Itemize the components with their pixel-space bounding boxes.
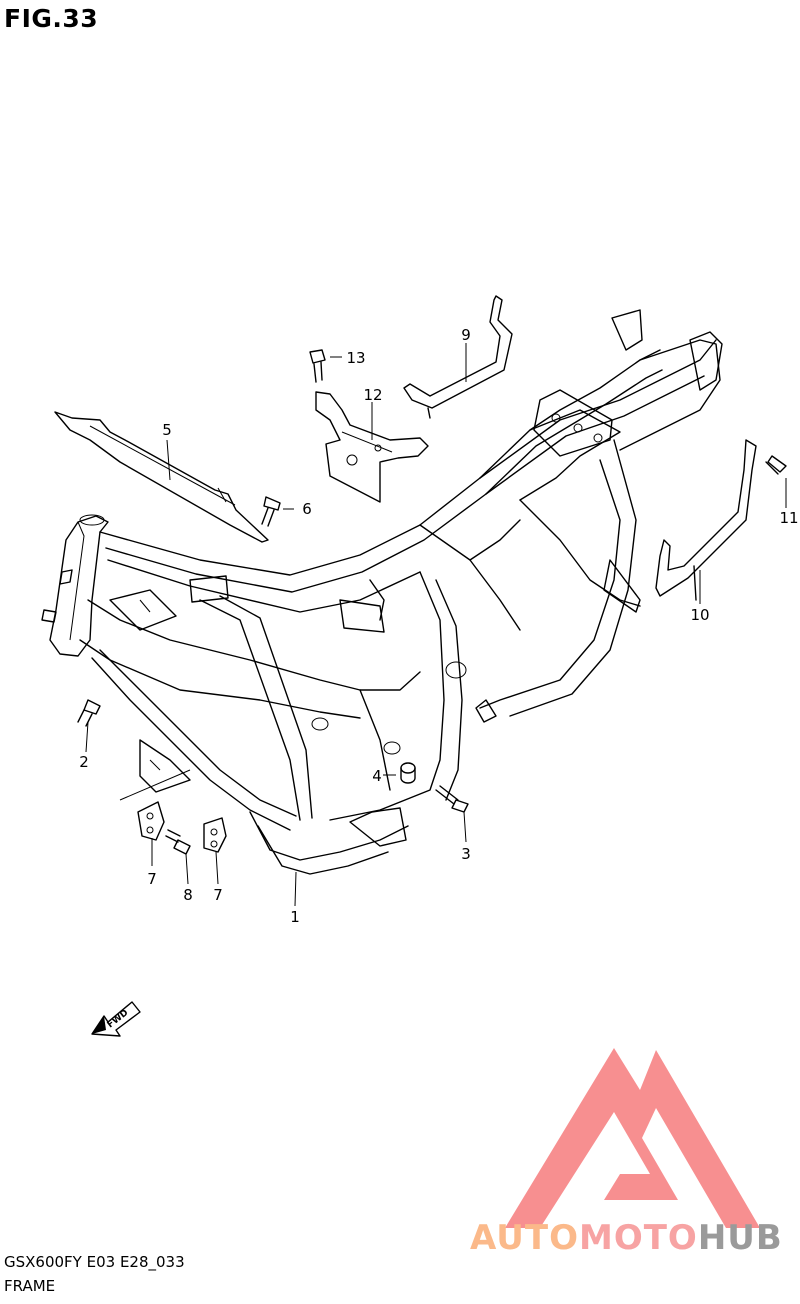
callout-3: 3 <box>461 845 471 863</box>
part-3-bolt <box>435 785 469 813</box>
part-7-plate-a <box>137 801 165 841</box>
section-name: FRAME <box>4 1277 56 1295</box>
model-code: GSX600FY E03 E28_033 <box>4 1253 185 1271</box>
callout-2: 2 <box>79 753 89 771</box>
callout-4: 4 <box>372 767 382 785</box>
part-13-bolt <box>309 349 326 383</box>
part-5-brace <box>54 411 269 543</box>
callout-13: 13 <box>346 349 365 367</box>
part-10-stay <box>655 439 757 601</box>
part-2-bolt <box>77 699 101 727</box>
part-11-bolt <box>765 455 787 475</box>
automotohub-logo-icon <box>505 1048 760 1228</box>
callout-6: 6 <box>302 500 312 518</box>
figure-title: FIG.33 <box>4 4 99 33</box>
callout-10: 10 <box>690 606 709 624</box>
watermark-auto: AUTO <box>470 1218 579 1258</box>
part-12-bracket <box>315 391 429 503</box>
callout-8: 8 <box>183 886 193 904</box>
watermark-hub: HUB <box>697 1218 783 1258</box>
leader-lines <box>85 343 787 907</box>
part-6-bolt <box>261 496 281 527</box>
part-8-bolt <box>165 829 191 855</box>
callout-7a: 7 <box>147 870 157 888</box>
part-9-stay <box>403 295 513 419</box>
watermark-text: AUTOMOTOHUB <box>470 1218 783 1258</box>
watermark-moto: MOTO <box>578 1218 698 1258</box>
callout-5: 5 <box>162 421 172 439</box>
part-1-main-frame <box>41 309 723 875</box>
callout-1: 1 <box>290 908 300 926</box>
callout-7b: 7 <box>213 886 223 904</box>
fwd-arrow-icon: FWD <box>91 1001 141 1037</box>
callout-9: 9 <box>461 326 471 344</box>
part-7-plate-b <box>203 817 227 853</box>
callout-11: 11 <box>779 509 798 527</box>
callout-12: 12 <box>363 386 382 404</box>
part-4-collar <box>400 762 416 784</box>
